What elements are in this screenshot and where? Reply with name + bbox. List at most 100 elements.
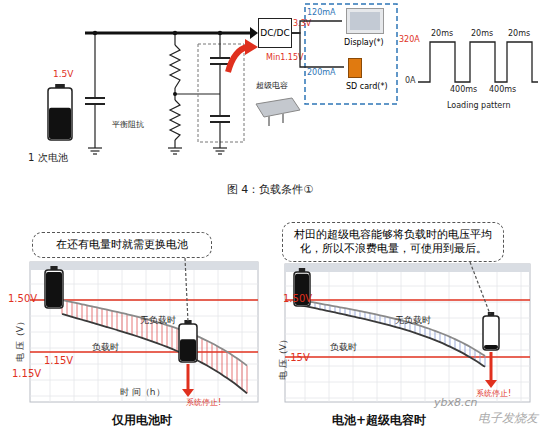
spread-hatch [172, 327, 173, 349]
callout-text: 村田的超级电容能够将负载时的电压平均化，所以不浪费电量，可使用到最后。 [289, 228, 497, 257]
annotation-label: 0A [405, 77, 416, 86]
callout-tail [185, 258, 188, 322]
spread-hatch [440, 333, 441, 342]
annotation-label: 1.15V [44, 355, 73, 366]
load-device: Display(*) [342, 6, 392, 52]
axis-label: 电 压（V） [279, 335, 289, 380]
grid-line [473, 272, 474, 402]
callout-tail [470, 262, 490, 314]
grid-line [74, 270, 75, 402]
figure-caption: 图 4：负载条件① [0, 182, 540, 197]
chart-frame [285, 264, 530, 402]
spread-hatch [365, 312, 366, 319]
annotation-label: 320A [399, 36, 420, 45]
wire [94, 104, 95, 148]
annotation-label: 仅用电池时 [112, 414, 172, 427]
annotation-label: Loading pattern [447, 102, 511, 111]
spread-hatch [112, 311, 113, 329]
spread-hatch [127, 314, 128, 333]
bus-arrow [250, 27, 258, 39]
spread-hatch [237, 358, 238, 385]
ground-symbol [168, 147, 182, 148]
spread-hatch [360, 311, 361, 318]
annotation-label: 20ms [471, 30, 493, 39]
spread-hatch [480, 353, 481, 364]
spread-hatch [122, 313, 123, 331]
annotation-label: 超级电容 [256, 82, 288, 91]
spread-hatch [82, 304, 83, 319]
annotation-label: 系统停止! [186, 399, 221, 408]
ground-symbol [218, 153, 222, 154]
spread-hatch [132, 315, 133, 334]
annotation-label: 负载时 [330, 343, 357, 353]
spread-hatch [92, 306, 93, 322]
grid-line [353, 272, 354, 402]
supercap-photo [282, 113, 284, 123]
annotation-label: .15V [287, 352, 310, 363]
spread-hatch [162, 324, 163, 345]
grid-line [98, 270, 99, 402]
threshold-line [30, 351, 258, 353]
battery-icon [484, 345, 498, 349]
display-screen [350, 12, 380, 30]
chart-frame [30, 262, 258, 402]
callout-bubble: 村田的超级电容能够将负载时的电压平均化，所以不浪费电量，可使用到最后。 [282, 222, 504, 262]
spread-hatch [232, 355, 233, 382]
stop-arrow [490, 352, 493, 382]
annotation-label: 时 间（h） [120, 388, 165, 398]
stop-arrow [485, 380, 497, 388]
ground-symbol [173, 153, 177, 154]
supercap-symbol [210, 115, 230, 117]
wire [219, 122, 220, 148]
spread-hatch [420, 326, 421, 335]
spread-hatch [380, 315, 381, 323]
no-load-curve [62, 300, 247, 366]
spread-hatch [435, 331, 436, 340]
spread-hatch [157, 322, 158, 343]
spread-hatch [430, 329, 431, 338]
grid-line [285, 302, 530, 303]
grid-line [377, 272, 378, 402]
supply-line [292, 33, 344, 67]
spread-hatch [450, 337, 451, 347]
ground-symbol [93, 153, 97, 154]
spread-hatch [390, 318, 391, 326]
spread-hatch [77, 303, 78, 318]
spread-hatch [445, 335, 446, 345]
spread-hatch [177, 328, 178, 351]
capacitor-symbol [85, 97, 105, 99]
battery-icon [46, 272, 62, 307]
grid-line [285, 366, 530, 367]
load-group-box [305, 4, 397, 104]
spread-hatch [355, 310, 356, 317]
annotation-label: 系统停止! [476, 390, 511, 399]
axis-label: 电 压（V） [16, 317, 26, 362]
grid-line [521, 272, 522, 402]
supercap-photo [256, 98, 300, 117]
spread-hatch [475, 350, 476, 361]
battery-illustration [49, 108, 71, 139]
annotation-label: 1.50V [8, 293, 37, 304]
grid-line [122, 270, 123, 402]
grid-line [170, 270, 171, 402]
junction-dot [173, 92, 177, 96]
annotation-label: 无负载时 [395, 316, 431, 326]
annotation-label: 电池+超级电容时 [332, 414, 426, 427]
grid-line [30, 380, 258, 381]
ground-symbol [213, 147, 227, 148]
highlight-arrow [228, 47, 247, 72]
annotation-label: 平衡阻抗 [112, 121, 144, 130]
spread-hatch [415, 324, 416, 333]
annotation-label: 1.50V [283, 293, 312, 304]
spread-hatch [222, 349, 223, 375]
spread-hatch [72, 302, 73, 317]
spread-hatch [485, 356, 486, 367]
spread-hatch [212, 343, 213, 368]
spread-hatch [87, 305, 88, 321]
junction-dot [218, 31, 222, 35]
spread-hatch [460, 342, 461, 352]
grid-line [242, 270, 243, 402]
spread-hatch [242, 362, 243, 389]
grid-line [285, 286, 530, 287]
